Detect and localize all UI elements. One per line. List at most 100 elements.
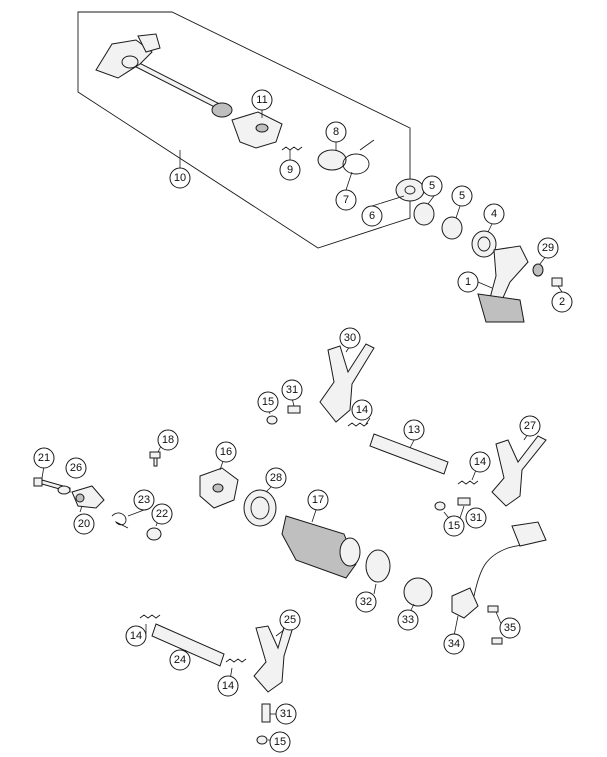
nut-29: [532, 263, 544, 277]
callout-25: 25: [279, 609, 301, 631]
callout-13: 13: [403, 419, 425, 441]
svg-text:9: 9: [287, 164, 293, 176]
bearing-28-inner: [250, 496, 270, 520]
shift-fork-30: [319, 343, 375, 423]
washer-26: [57, 485, 71, 495]
shift-fork-25: [253, 619, 295, 693]
callout-28: 28: [265, 467, 287, 489]
seal-4-hole: [477, 236, 491, 252]
callout-26: 26: [65, 457, 87, 479]
svg-text:14: 14: [222, 680, 234, 692]
shift-drum-17: [281, 515, 357, 579]
callout-15c: 15: [269, 731, 291, 753]
circlip-ring: [342, 153, 370, 175]
svg-text:31: 31: [286, 384, 298, 396]
callout-9: 9: [279, 159, 301, 181]
assembly-frame: [77, 11, 411, 249]
fork-rail-13: [369, 433, 449, 475]
roller-15c: [256, 735, 268, 745]
callout-7: 7: [335, 189, 357, 211]
callout-35: 35: [499, 617, 521, 639]
svg-text:28: 28: [270, 472, 282, 484]
callout-5a: 5: [421, 175, 443, 197]
callout-32: 32: [355, 591, 377, 613]
bearing-28: [243, 489, 277, 527]
shift-lever-tip: [477, 293, 525, 323]
callout-4: 4: [483, 203, 505, 225]
callout-5b: 5: [451, 185, 473, 207]
svg-text:14: 14: [130, 630, 142, 642]
shift-drum-end: [339, 537, 361, 567]
svg-text:14: 14: [356, 404, 368, 416]
callout-27: 27: [519, 415, 541, 437]
sensor-33: [403, 577, 433, 607]
leader-lines: [41, 110, 563, 741]
callout-18: 18: [157, 429, 179, 451]
spring-14c: [139, 614, 161, 619]
callout-30: 30: [339, 327, 361, 349]
callout-31c: 31: [275, 703, 297, 725]
svg-text:22: 22: [156, 508, 168, 520]
svg-text:15: 15: [274, 736, 286, 748]
roller-15b: [434, 501, 446, 511]
callout-14b: 14: [469, 451, 491, 473]
fork-rail-24: [151, 623, 225, 667]
callout-31a: 31: [281, 379, 303, 401]
svg-text:31: 31: [280, 708, 292, 720]
callout-34: 34: [443, 633, 465, 655]
svg-text:29: 29: [542, 242, 554, 254]
callout-16: 16: [215, 441, 237, 463]
callout-22: 22: [151, 503, 173, 525]
svg-text:5: 5: [429, 180, 435, 192]
roller-22: [146, 527, 162, 541]
shift-fork-27: [491, 435, 547, 507]
seal-4: [471, 230, 497, 258]
callout-20: 20: [73, 513, 95, 535]
svg-text:17: 17: [312, 494, 324, 506]
circlip-tab: [359, 139, 375, 151]
callout-2: 2: [551, 291, 573, 313]
locking-lever-hole: [75, 493, 85, 503]
svg-text:23: 23: [138, 494, 150, 506]
svg-text:26: 26: [70, 462, 82, 474]
bolt-2: [551, 277, 563, 287]
sensor-connector: [511, 521, 547, 547]
callout-21: 21: [33, 447, 55, 469]
svg-text:24: 24: [174, 654, 186, 666]
svg-text:34: 34: [448, 638, 460, 650]
spring-14b: [457, 480, 479, 485]
shift-shaft: [95, 33, 233, 118]
shift-lever: [489, 245, 529, 301]
callout-1: 1: [457, 271, 479, 293]
pin-31b: [457, 497, 471, 506]
svg-text:21: 21: [38, 452, 50, 464]
svg-text:1: 1: [465, 276, 471, 288]
callout-17: 17: [307, 489, 329, 511]
svg-text:2: 2: [559, 296, 565, 308]
sensor-cable: [473, 539, 533, 597]
svg-text:11: 11: [256, 94, 267, 106]
pin-31c: [261, 703, 271, 723]
gear-sensor-34: [451, 587, 479, 619]
callout-14c: 14: [125, 625, 147, 647]
svg-text:16: 16: [220, 446, 232, 458]
callout-29: 29: [537, 237, 559, 259]
spring-14d: [225, 658, 247, 663]
callout-10: 10: [169, 167, 191, 189]
washer-6-hole: [404, 185, 416, 195]
bolt-18: [149, 451, 161, 467]
spring-14a: [347, 422, 369, 427]
svg-text:15: 15: [448, 520, 460, 532]
callout-31b: 31: [465, 507, 487, 529]
callout-15a: 15: [257, 391, 279, 413]
roller-15a: [266, 415, 278, 425]
ratchet-ring: [317, 149, 347, 171]
svg-text:31: 31: [470, 512, 482, 524]
bushing-5a: [413, 202, 435, 226]
callout-6: 6: [361, 205, 383, 227]
callout-11: 11: [251, 89, 273, 111]
bearing-32: [365, 549, 391, 583]
svg-text:15: 15: [262, 396, 274, 408]
